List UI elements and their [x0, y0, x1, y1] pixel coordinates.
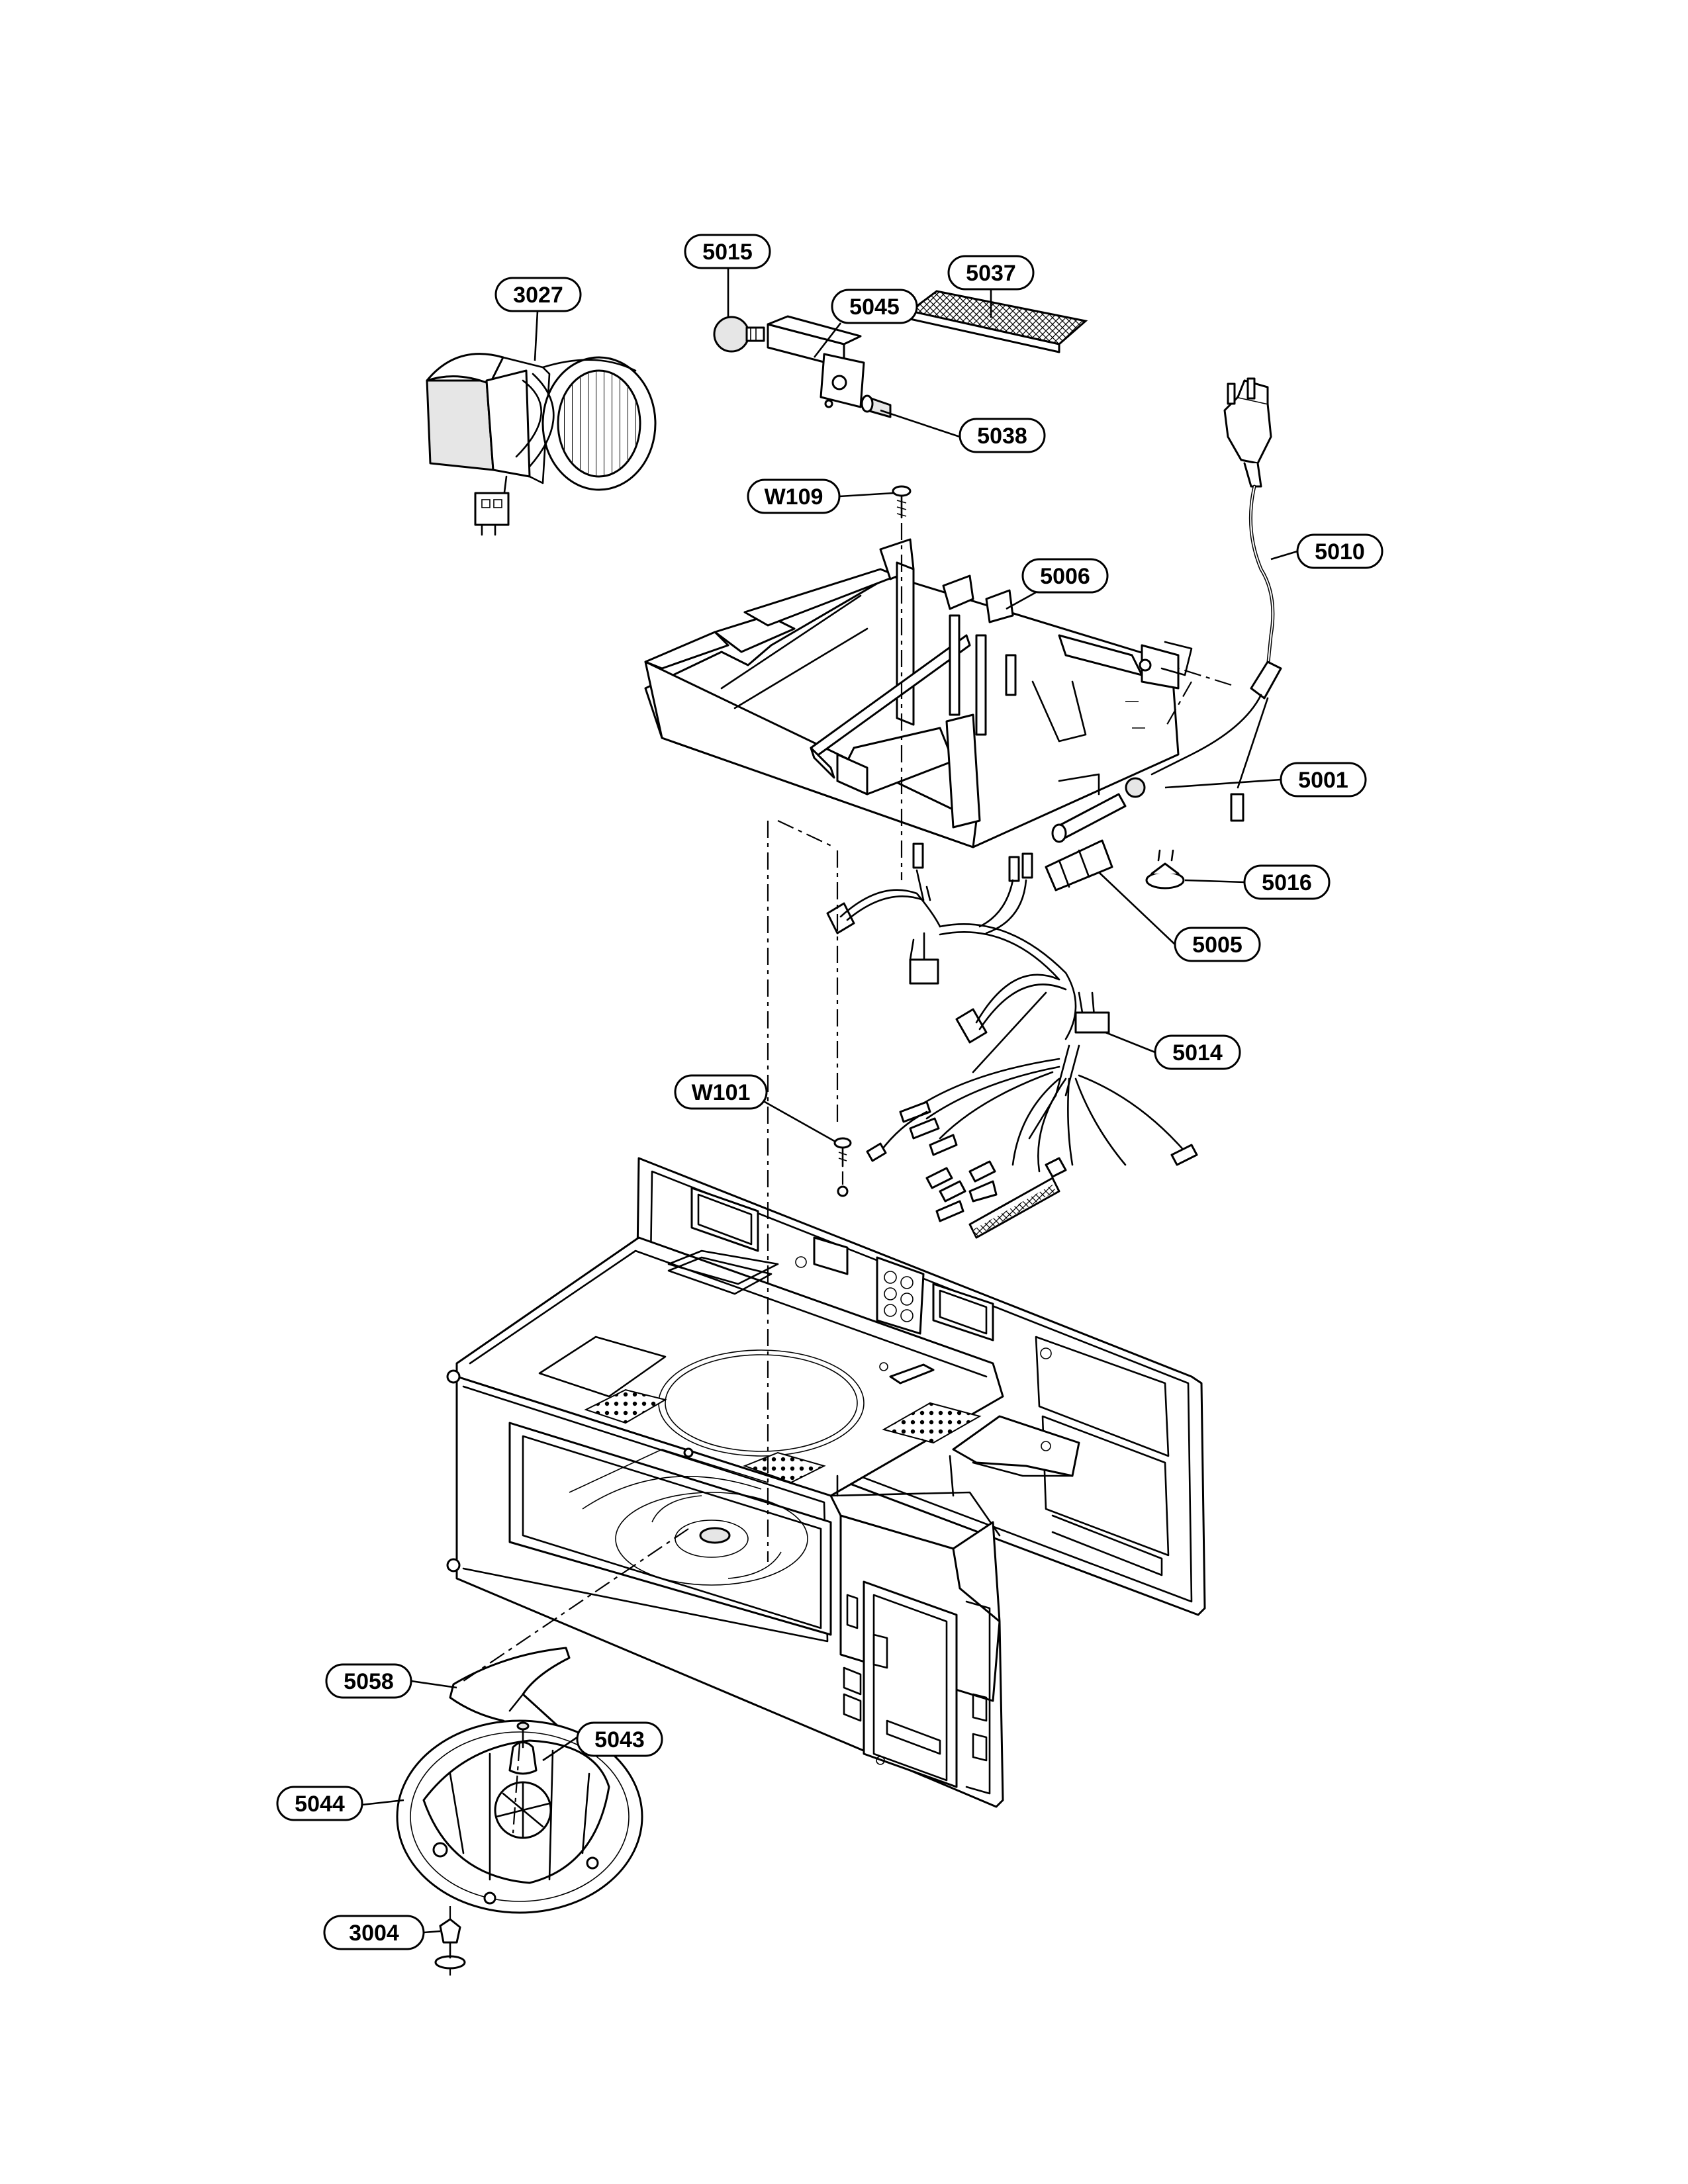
lamp-bulb	[713, 316, 765, 353]
callout-5015: 5015	[684, 234, 771, 269]
callout-label: 3027	[513, 283, 563, 308]
callout-label: 5043	[594, 1727, 645, 1752]
callout-5010: 5010	[1296, 533, 1383, 569]
callout-label: 5045	[849, 295, 900, 320]
fuse-holder	[1045, 839, 1113, 891]
callout-label: 5015	[702, 240, 753, 265]
callout-label: 5014	[1172, 1040, 1223, 1066]
callout-label: 5005	[1192, 933, 1243, 958]
callout-5006: 5006	[1021, 558, 1109, 594]
callout-label: 5001	[1298, 768, 1348, 793]
callout-label: W109	[765, 484, 823, 510]
grease-filter	[908, 290, 1088, 353]
lamp-socket	[767, 315, 865, 408]
stirrer-motor-shaft	[494, 1721, 552, 1839]
thermostat	[1145, 849, 1185, 889]
lamp-holder-5038	[861, 394, 892, 418]
cavity-chassis	[446, 1157, 1206, 1808]
callout-5037: 5037	[947, 255, 1035, 291]
callout-label: 5006	[1040, 564, 1090, 589]
screw-w109	[892, 485, 912, 519]
callout-label: 5010	[1315, 539, 1365, 565]
callout-label: 5044	[295, 1792, 345, 1817]
callout-5043: 5043	[576, 1721, 663, 1757]
callout-5058: 5058	[325, 1663, 412, 1699]
callout-5016: 5016	[1243, 864, 1331, 900]
callout-3004: 3004	[323, 1915, 425, 1950]
wire-harness	[826, 842, 1198, 1239]
callout-5045: 5045	[831, 289, 918, 324]
callout-w109: W109	[747, 478, 841, 514]
callout-5014: 5014	[1154, 1034, 1241, 1070]
control-box-bracket	[644, 538, 1193, 848]
callout-label: 5016	[1262, 870, 1312, 895]
callout-label: 3004	[349, 1921, 399, 1946]
assembly-guide-lines	[449, 523, 1232, 1976]
callout-5038: 5038	[959, 418, 1046, 453]
callout-5001: 5001	[1280, 762, 1367, 797]
coupler-3004	[434, 1918, 466, 1970]
callout-label: W101	[692, 1080, 751, 1105]
callout-w101: W101	[674, 1074, 768, 1110]
callout-label: 5037	[966, 261, 1016, 286]
callout-label: 5038	[977, 424, 1027, 449]
blower-fan-assembly	[426, 353, 657, 536]
screw-w101	[833, 1137, 852, 1197]
callout-label: 5058	[344, 1669, 394, 1694]
callout-3027: 3027	[494, 277, 582, 312]
power-cord	[1150, 377, 1282, 822]
fuse	[1051, 777, 1146, 843]
callout-5005: 5005	[1174, 927, 1261, 962]
callout-5044: 5044	[276, 1786, 363, 1821]
